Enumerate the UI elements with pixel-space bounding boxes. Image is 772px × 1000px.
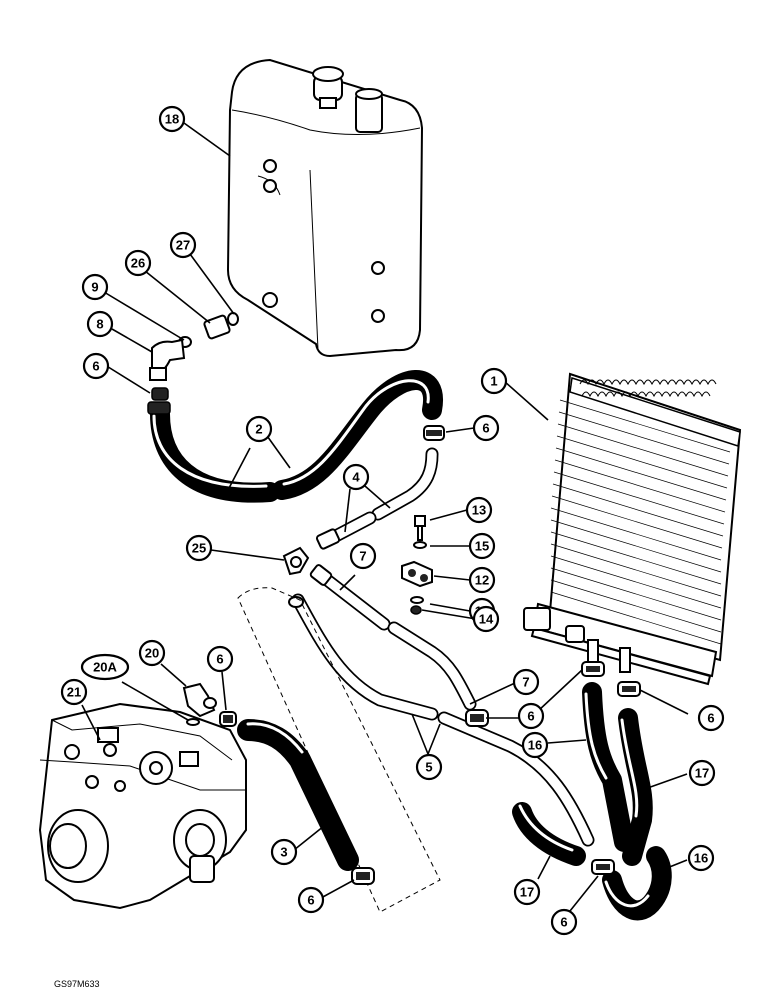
svg-text:6: 6 <box>529 709 536 724</box>
svg-text:17: 17 <box>695 766 709 781</box>
callout-20: 20 <box>138 639 166 667</box>
callout-8: 8 <box>86 310 114 338</box>
hose-16-upper <box>581 661 634 852</box>
hose-clamp <box>423 425 445 441</box>
svg-text:16: 16 <box>528 738 542 753</box>
callout-17: 17 <box>513 878 541 906</box>
clamp-assembly <box>401 515 433 615</box>
svg-text:2: 2 <box>255 422 262 437</box>
hydraulic-reservoir-tank <box>226 58 424 358</box>
svg-text:12: 12 <box>475 573 489 588</box>
tube-5 <box>288 593 595 847</box>
hose-3 <box>237 719 375 885</box>
svg-text:21: 21 <box>67 685 81 700</box>
svg-text:6: 6 <box>482 421 489 436</box>
svg-text:6: 6 <box>92 359 99 374</box>
svg-text:16: 16 <box>694 851 708 866</box>
callout-6: 6 <box>517 702 545 730</box>
svg-text:14: 14 <box>479 612 494 627</box>
svg-text:17: 17 <box>520 885 534 900</box>
callout-9: 9 <box>81 273 109 301</box>
callout-6: 6 <box>206 645 234 673</box>
hose-clamp <box>465 709 489 727</box>
svg-text:20A: 20A <box>93 660 117 675</box>
svg-text:6: 6 <box>527 709 534 724</box>
callout-badges: 18 26 27 9 8 6 1 2 6 4 13 25 15 7 12 15 … <box>60 105 725 936</box>
oil-cooler <box>523 372 742 686</box>
callout-18: 18 <box>158 105 186 133</box>
svg-text:20: 20 <box>145 646 159 661</box>
callout-17: 17 <box>688 759 716 787</box>
callout-6: 6 <box>697 704 725 732</box>
svg-text:5: 5 <box>425 760 432 775</box>
leader-lines <box>81 122 689 912</box>
hose-16-lower <box>591 846 672 921</box>
callout-6: 6 <box>529 709 536 724</box>
callout-16: 16 <box>521 731 549 759</box>
svg-text:13: 13 <box>472 503 486 518</box>
hydraulic-pump <box>38 702 247 910</box>
svg-text:7: 7 <box>522 675 529 690</box>
callout-2: 2 <box>245 415 273 443</box>
callout-7: 7 <box>512 668 540 696</box>
callout-12: 12 <box>468 566 496 594</box>
callout-6: 6 <box>550 908 578 936</box>
hose-2 <box>147 370 443 503</box>
svg-text:6: 6 <box>216 652 223 667</box>
svg-text:4: 4 <box>352 470 360 485</box>
callout-3: 3 <box>270 838 298 866</box>
callout-6: 6 <box>472 414 500 442</box>
elbow-fitting-25 <box>282 546 310 576</box>
callout-25: 25 <box>185 534 213 562</box>
callout-16: 16 <box>687 844 715 872</box>
callout-15: 15 <box>468 532 496 560</box>
callout-27: 27 <box>169 231 197 259</box>
svg-text:18: 18 <box>165 112 179 127</box>
tube-7 <box>309 564 477 711</box>
svg-text:6: 6 <box>307 893 314 908</box>
svg-text:6: 6 <box>560 915 567 930</box>
svg-text:1: 1 <box>490 374 497 389</box>
hose-4 <box>315 447 439 550</box>
callout-7: 7 <box>349 542 377 570</box>
svg-text:8: 8 <box>96 317 103 332</box>
callout-21: 21 <box>60 678 88 706</box>
svg-text:25: 25 <box>192 541 206 556</box>
svg-text:27: 27 <box>176 238 190 253</box>
callout-4: 4 <box>342 463 370 491</box>
svg-text:9: 9 <box>91 280 98 295</box>
callout-1: 1 <box>480 367 508 395</box>
svg-text:3: 3 <box>280 845 287 860</box>
pump-fittings <box>182 682 237 727</box>
hose-17-lower <box>512 802 586 866</box>
callout-6: 6 <box>82 352 110 380</box>
callout-14: 14 <box>472 605 500 633</box>
callout-5: 5 <box>415 753 443 781</box>
svg-text:6: 6 <box>707 711 714 726</box>
svg-text:7: 7 <box>359 549 366 564</box>
hose-17-right <box>617 681 653 866</box>
tank-fittings <box>149 312 239 401</box>
figure-code: GS97M633 <box>54 979 100 989</box>
svg-text:15: 15 <box>475 539 489 554</box>
callout-20a: 20A <box>80 653 130 681</box>
callout-6: 6 <box>297 886 325 914</box>
callout-26: 26 <box>124 249 152 277</box>
callout-13: 13 <box>465 496 493 524</box>
svg-text:26: 26 <box>131 256 145 271</box>
